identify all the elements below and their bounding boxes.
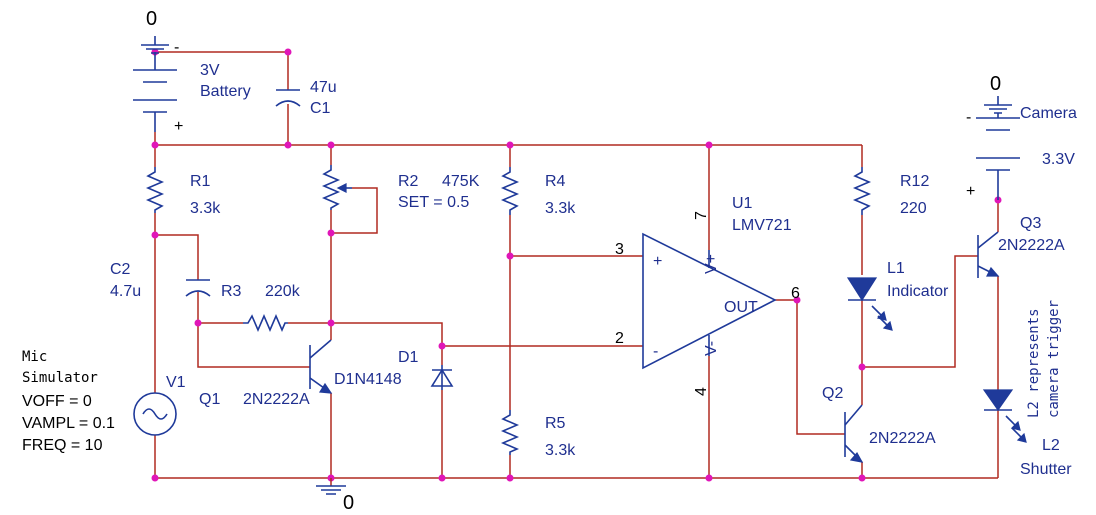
v1-title-line2: Simulator [22, 370, 98, 386]
d1-ref: D1 [398, 349, 419, 366]
opamp-plus-sign: + [653, 253, 662, 270]
r1-value: 3.3k [190, 200, 221, 217]
resistor-r5-symbol [500, 410, 520, 455]
transistor-q3-symbol [977, 231, 1000, 278]
ground-label-top-left: 0 [146, 8, 157, 30]
r4-value: 3.3k [545, 200, 576, 217]
led-l2-symbol [982, 389, 1027, 443]
pin-2-label: 2 [615, 330, 624, 347]
l1-name: Indicator [887, 283, 949, 300]
opamp-vplus-label: V+ [703, 254, 720, 274]
u1-part: LMV721 [732, 217, 792, 234]
battery-value: 3V [200, 62, 220, 79]
camera-value: 3.3V [1042, 151, 1075, 168]
camera-name: Camera [1020, 105, 1077, 122]
u1-ref: U1 [732, 195, 753, 212]
r5-ref: R5 [545, 415, 566, 432]
camera-battery-symbol [976, 113, 1020, 200]
led-l1-symbol [846, 277, 893, 331]
r5-value: 3.3k [545, 442, 576, 459]
pin-3-label: 3 [615, 241, 624, 258]
r3-value: 220k [265, 283, 301, 300]
c2-value: 4.7u [110, 283, 141, 300]
r2-set: SET = 0.5 [398, 194, 469, 211]
q2-ref: Q2 [822, 385, 843, 402]
capacitor-c2-symbol [185, 279, 211, 297]
transistor-q1-symbol [309, 339, 333, 394]
pin-6-label: 6 [791, 285, 800, 302]
l2-name: Shutter [1020, 461, 1072, 478]
ground-label-camera: 0 [990, 73, 1001, 95]
r4-ref: R4 [545, 173, 566, 190]
c2-ref: C2 [110, 261, 131, 278]
wires [154, 51, 999, 479]
opamp-u1-symbol [642, 232, 777, 370]
r2-value: 475K [442, 173, 480, 190]
ground-label-bottom: 0 [343, 492, 354, 514]
v1-vampl: VAMPL = 0.1 [22, 415, 115, 432]
v1-freq: FREQ = 10 [22, 437, 103, 454]
r12-ref: R12 [900, 173, 929, 190]
v1-voff: VOFF = 0 [22, 393, 92, 410]
q3-ref: Q3 [1020, 215, 1041, 232]
q2-part: 2N2222A [869, 430, 936, 447]
resistor-r4-symbol [500, 167, 520, 215]
potentiometer-r2-symbol [321, 165, 352, 210]
capacitor-c1-symbol [275, 89, 301, 107]
r3-ref: R3 [221, 283, 242, 300]
l2-note-line2: camera trigger [1046, 300, 1062, 418]
c1-value: 47u [310, 79, 337, 96]
q1-ref: Q1 [199, 391, 220, 408]
voltage-source-v1-symbol [133, 392, 177, 436]
diode-d1-symbol [430, 365, 454, 390]
r12-value: 220 [900, 200, 927, 217]
c1-ref: C1 [310, 100, 331, 117]
junction-dots [151, 48, 1002, 482]
q3-part: 2N2222A [998, 237, 1065, 254]
ground-symbol-camera [984, 96, 1012, 114]
opamp-minus-sign: - [653, 343, 658, 360]
battery-name: Battery [200, 83, 251, 100]
ground-symbol-bottom [316, 478, 346, 495]
resistor-r1-symbol [145, 167, 165, 213]
l2-ref: L2 [1042, 437, 1060, 454]
r1-ref: R1 [190, 173, 211, 190]
battery-plus-sign: + [174, 118, 183, 135]
pin-7-label: 7 [693, 211, 710, 220]
pin-4-label: 4 [693, 387, 710, 396]
battery-minus-sign: - [174, 39, 179, 56]
resistor-r12-symbol [852, 167, 872, 215]
q1-part: 2N2222A [243, 391, 310, 408]
d1-part: D1N4148 [334, 371, 402, 388]
battery-symbol [133, 52, 177, 132]
r2-ref: R2 [398, 173, 419, 190]
resistor-r3-symbol [243, 313, 288, 333]
transistor-q2-symbol [844, 404, 864, 463]
l2-note-line1: L2 represents [1026, 308, 1042, 418]
opamp-out-label: OUT [724, 299, 758, 316]
v1-title-line1: Mic [22, 349, 47, 365]
opamp-vminus-label: V- [703, 341, 720, 356]
l1-ref: L1 [887, 260, 905, 277]
camera-plus-sign: + [966, 183, 975, 200]
v1-ref: V1 [166, 374, 186, 391]
camera-minus-sign: - [966, 109, 971, 126]
